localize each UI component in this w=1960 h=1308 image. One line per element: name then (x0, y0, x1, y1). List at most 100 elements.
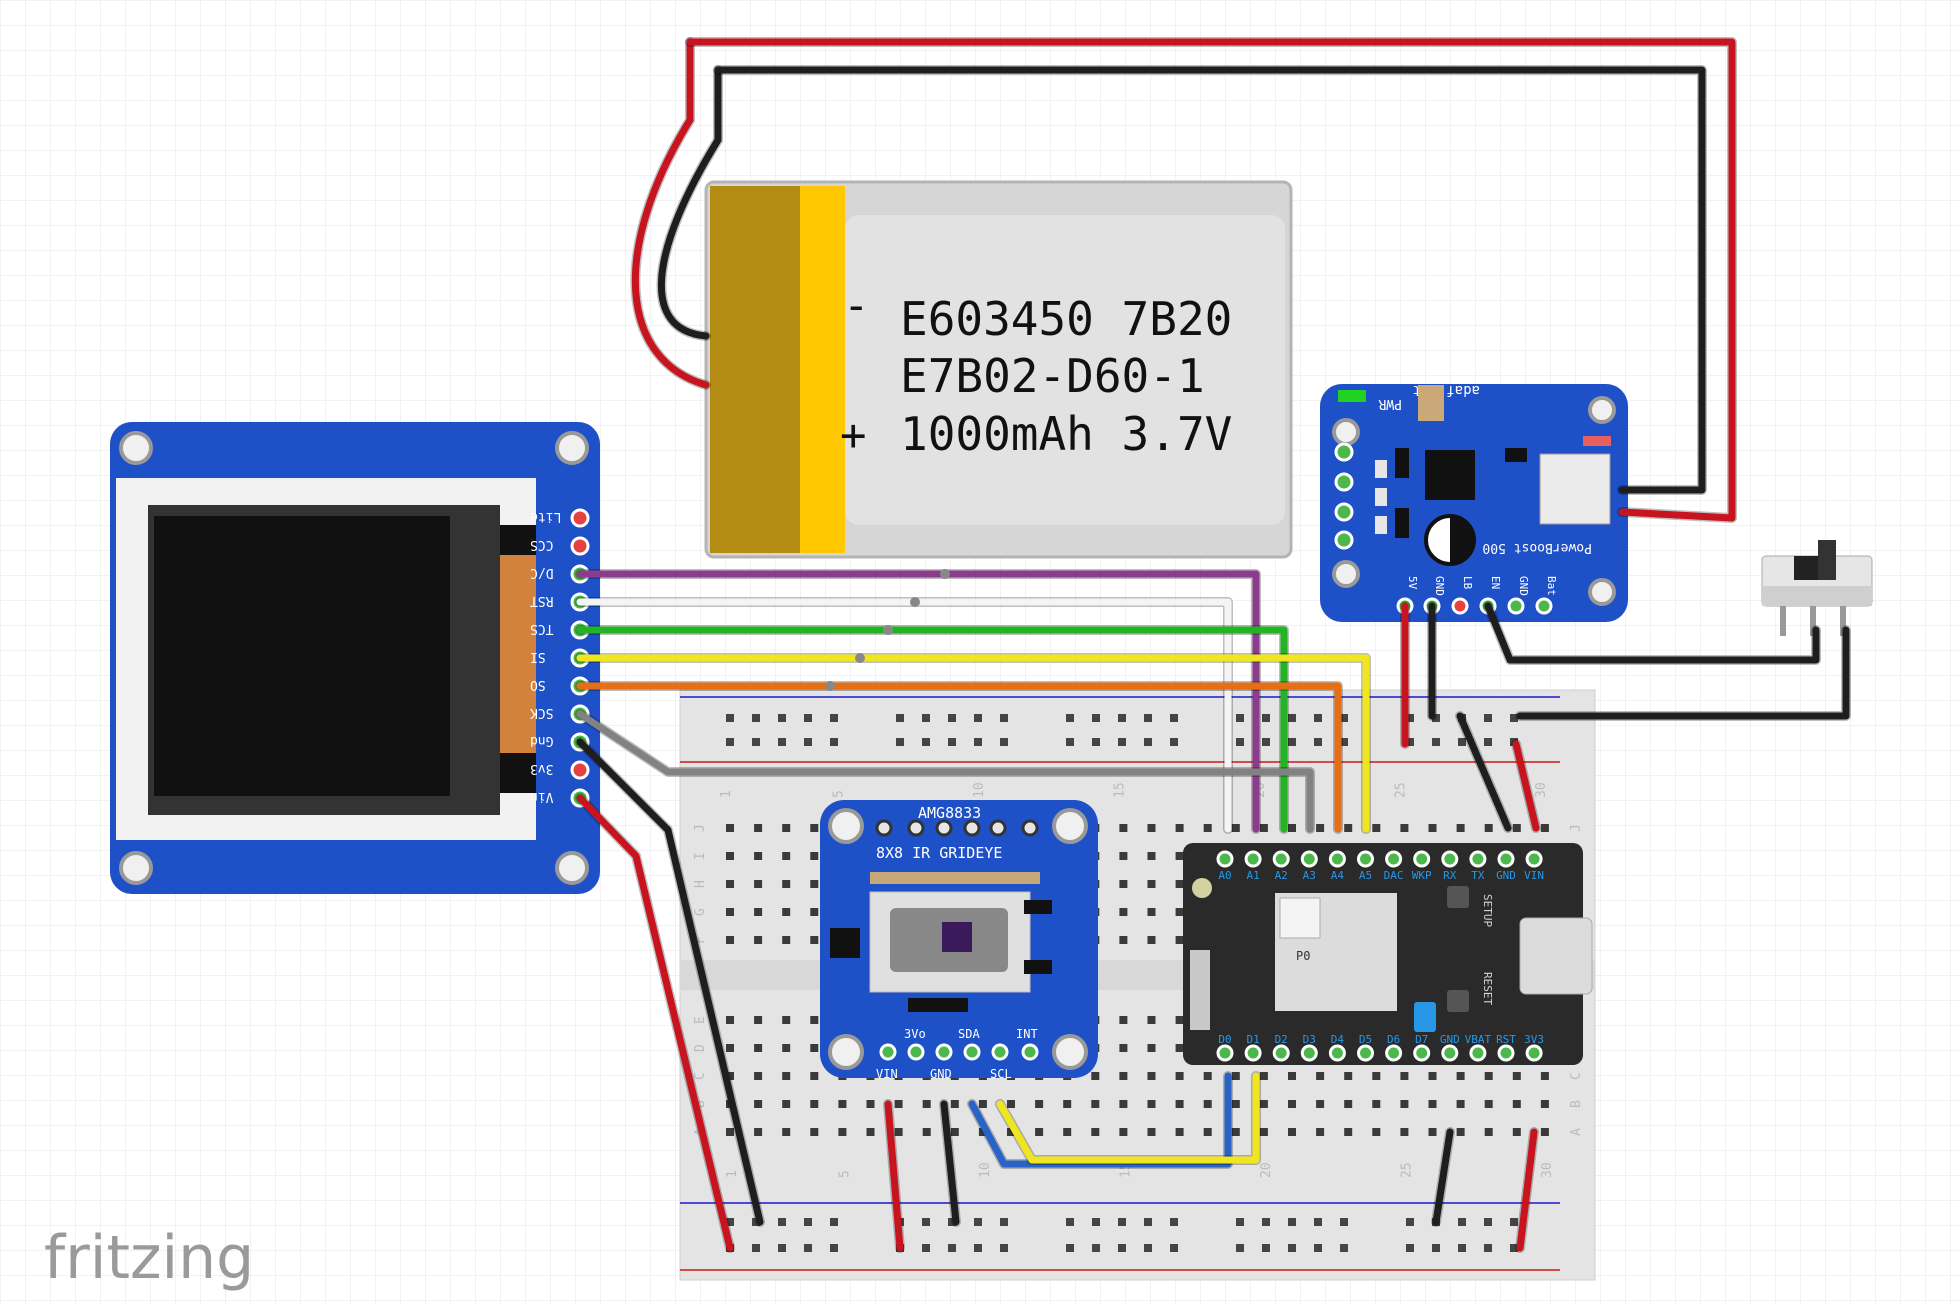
photon-bottom-pin-label: GND (1440, 1033, 1460, 1046)
breadboard-hole (1091, 1128, 1100, 1136)
photon-bottom-pin-label: RST (1496, 1033, 1516, 1046)
photon-top-pin-pad (1441, 850, 1459, 868)
amg-pin-pad (963, 1043, 981, 1061)
wire-rail-gnd (1456, 712, 1512, 832)
breadboard-hole (1512, 824, 1521, 832)
breadboard-hole (1428, 1100, 1437, 1108)
breadboard-hole (1340, 714, 1348, 722)
breadboard-hole (726, 714, 734, 722)
breadboard-hole (978, 1128, 987, 1136)
breadboard-hole (1147, 852, 1156, 860)
amg-bottom-pin-label: GND (930, 1067, 952, 1081)
breadboard-hole (1063, 1128, 1072, 1136)
tft-pin-label: TCS (530, 621, 553, 636)
breadboard-hole (1119, 852, 1128, 860)
breadboard-col-label-bottom: 1 (725, 1170, 740, 1178)
breadboard-hole (830, 714, 838, 722)
breadboard-hole (1400, 1100, 1409, 1108)
breadboard-hole (1231, 1072, 1240, 1080)
breadboard-hole (1000, 1218, 1008, 1226)
photon-bottom-pin-pad (1441, 1044, 1459, 1062)
wire-bend-point (825, 681, 835, 691)
breadboard-col-label-top: 5 (831, 790, 846, 798)
breadboard-hole (1406, 714, 1414, 722)
breadboard-hole (1484, 1128, 1493, 1136)
breadboard-hole (1288, 1244, 1296, 1252)
breadboard-hole (1540, 1072, 1549, 1080)
breadboard-hole (754, 852, 763, 860)
breadboard-hole (1456, 1128, 1465, 1136)
breadboard-hole (1262, 714, 1270, 722)
breadboard-row-label: D (693, 1044, 708, 1052)
photon-top-pin-label: RX (1443, 869, 1457, 882)
photon-bottom-pin-label: D5 (1359, 1033, 1372, 1046)
breadboard-hole (1262, 738, 1270, 746)
breadboard-hole (1259, 1128, 1268, 1136)
breadboard-hole (1484, 1072, 1493, 1080)
breadboard-hole (1512, 1100, 1521, 1108)
amg-pin-pad (907, 1043, 925, 1061)
breadboard-hole (778, 714, 786, 722)
breadboard-hole (1000, 738, 1008, 746)
breadboard-hole (974, 1218, 982, 1226)
powerboost-pin-label: GND (1517, 576, 1530, 596)
photon-setup-label: SETUP (1481, 894, 1494, 927)
photon-top-pin-label: A0 (1218, 869, 1231, 882)
breadboard-hole (1091, 1072, 1100, 1080)
breadboard-hole (1147, 908, 1156, 916)
breadboard-hole (1170, 1244, 1178, 1252)
breadboard-col-label-bottom: 20 (1259, 1162, 1274, 1178)
breadboard-hole (1236, 738, 1244, 746)
wire-battery-black (714, 66, 1706, 494)
slide-switch (1761, 540, 1873, 636)
photon-top-pin-label: A2 (1275, 869, 1288, 882)
breadboard-hole (782, 1044, 791, 1052)
breadboard-hole (1400, 1072, 1409, 1080)
breadboard-hole (752, 1218, 760, 1226)
wire-photon-gnd (1432, 1128, 1454, 1226)
breadboard-hole (1340, 1218, 1348, 1226)
breadboard-hole (1119, 824, 1128, 832)
breadboard-hole (754, 1044, 763, 1052)
breadboard-hole (1456, 1072, 1465, 1080)
tft-pin-label: Lite (530, 509, 561, 524)
breadboard-hole (1484, 714, 1492, 722)
battery-label-line2: E7B02-D60-1 (900, 349, 1205, 403)
breadboard-hole (1458, 1218, 1466, 1226)
amg-pin-pad (935, 1043, 953, 1061)
breadboard-row-label: H (693, 880, 708, 888)
breadboard-hole (810, 1128, 819, 1136)
breadboard-hole (1512, 1072, 1521, 1080)
photon-bottom-pin-label: VBAT (1465, 1033, 1492, 1046)
breadboard-col-label-bottom: 25 (1399, 1162, 1414, 1178)
tft-pin-pad (570, 536, 590, 556)
breadboard-hole (1175, 1044, 1184, 1052)
breadboard-hole (782, 1072, 791, 1080)
tft-pin-label: 3v3 (530, 761, 553, 776)
breadboard-hole (1175, 1100, 1184, 1108)
photon-bottom-pin-label: D3 (1303, 1033, 1316, 1046)
breadboard-hole (726, 1128, 734, 1136)
tft-pin-label: RST (530, 593, 554, 608)
breadboard-hole (1262, 1244, 1270, 1252)
breadboard-hole (810, 880, 819, 888)
breadboard-hole (922, 714, 930, 722)
breadboard-hole (1144, 714, 1152, 722)
photon-top-pin-label: A3 (1303, 869, 1316, 882)
breadboard-hole (754, 1128, 763, 1136)
breadboard-hole (1147, 824, 1156, 832)
breadboard-hole (804, 1218, 812, 1226)
breadboard-hole (1175, 824, 1184, 832)
tft-pin-label: CCS (530, 537, 553, 552)
breadboard-hole (1119, 1044, 1128, 1052)
breadboard-hole (726, 824, 734, 832)
amg-top-pin-label: INT (1016, 1027, 1038, 1041)
tft-pin-label: Vin (530, 789, 553, 804)
breadboard-row-label: F (693, 936, 708, 944)
breadboard-hole (948, 714, 956, 722)
photon-bottom-pin-pad (1216, 1044, 1234, 1062)
breadboard-hole (866, 1128, 875, 1136)
photon-top-pin-pad (1300, 850, 1318, 868)
